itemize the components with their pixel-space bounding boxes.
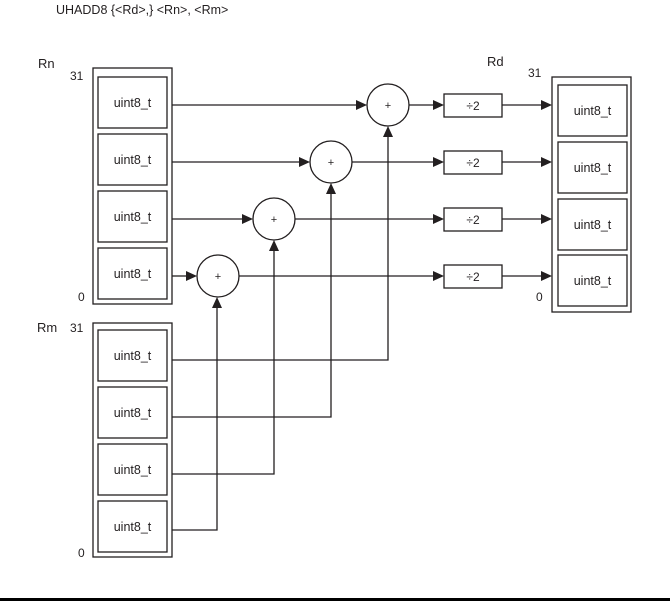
rd-cell-label: uint8_t [574,274,612,288]
rm-cell-label: uint8_t [114,349,152,363]
arrow-right-icon [541,157,552,167]
arrow-right-icon [541,214,552,224]
rn-cell-label: uint8_t [114,210,152,224]
divide-by-two-label: ÷2 [466,99,480,113]
rd-lsb-label: 0 [536,290,543,304]
rn-register: Rn 31 0 uint8_t uint8_t uint8_t uint8_t [38,56,173,305]
adder: + [366,83,410,127]
result-wires [502,100,552,281]
bottom-divider [0,598,670,601]
rm-cell: uint8_t [97,386,168,439]
rm-register: Rm 31 0 uint8_t uint8_t uint8_t uint8_t [37,320,173,560]
rn-wires [172,100,367,281]
plus-icon: + [385,100,391,112]
rn-cell: uint8_t [97,247,168,300]
adder: + [309,140,353,184]
rn-lsb-label: 0 [78,290,85,304]
rm-cell-label: uint8_t [114,406,152,420]
rm-label: Rm [37,320,57,335]
rd-cell-label: uint8_t [574,161,612,175]
rm-cell-label: uint8_t [114,463,152,477]
plus-icon: + [215,271,221,283]
rd-label: Rd [487,54,504,69]
halver: ÷2 [443,93,503,118]
rm-msb-label: 31 [70,321,84,335]
rm-wire [172,307,218,531]
arrow-right-icon [433,214,444,224]
plus-icon: + [328,157,334,169]
arrow-up-icon [212,297,222,308]
rd-cell: uint8_t [557,84,628,137]
arrow-right-icon [242,214,253,224]
rd-cell: uint8_t [557,141,628,194]
plus-icon: + [271,214,277,226]
rn-cell: uint8_t [97,190,168,243]
arrow-right-icon [433,157,444,167]
rm-wire [172,250,275,475]
sum-wires [239,100,444,281]
rd-cell-label: uint8_t [574,104,612,118]
arrow-right-icon [541,271,552,281]
rn-cell-label: uint8_t [114,153,152,167]
arrow-right-icon [433,271,444,281]
rm-cell: uint8_t [97,500,168,553]
halver: ÷2 [443,207,503,232]
rm-cell: uint8_t [97,443,168,496]
divide-by-two-label: ÷2 [466,270,480,284]
adder: + [252,197,296,241]
rn-msb-label: 31 [70,69,84,83]
divide-by-two-label: ÷2 [466,213,480,227]
arrow-right-icon [186,271,197,281]
arrow-right-icon [356,100,367,110]
rm-lsb-label: 0 [78,546,85,560]
rm-wires [172,126,393,531]
rd-register: Rd 31 0 uint8_t uint8_t uint8_t uint8_t [487,54,632,313]
rd-cell-label: uint8_t [574,218,612,232]
divide-by-two-label: ÷2 [466,156,480,170]
halver: ÷2 [443,264,503,289]
instruction-title: UHADD8 {<Rd>,} <Rn>, <Rm> [56,3,228,17]
rn-cell-label: uint8_t [114,96,152,110]
rm-wire [172,136,389,361]
halver: ÷2 [443,150,503,175]
arrow-right-icon [541,100,552,110]
arrow-up-icon [383,126,393,137]
rd-msb-label: 31 [528,66,542,80]
rm-wire [172,193,332,418]
arrow-right-icon [433,100,444,110]
rm-cell: uint8_t [97,329,168,382]
arrow-up-icon [269,240,279,251]
rd-cell: uint8_t [557,254,628,307]
arrow-up-icon [326,183,336,194]
arrow-right-icon [299,157,310,167]
rn-cell: uint8_t [97,133,168,186]
rm-cell-label: uint8_t [114,520,152,534]
adder: + [196,254,240,298]
rn-cell: uint8_t [97,76,168,129]
rn-label: Rn [38,56,55,71]
rn-cell-label: uint8_t [114,267,152,281]
rd-cell: uint8_t [557,198,628,251]
